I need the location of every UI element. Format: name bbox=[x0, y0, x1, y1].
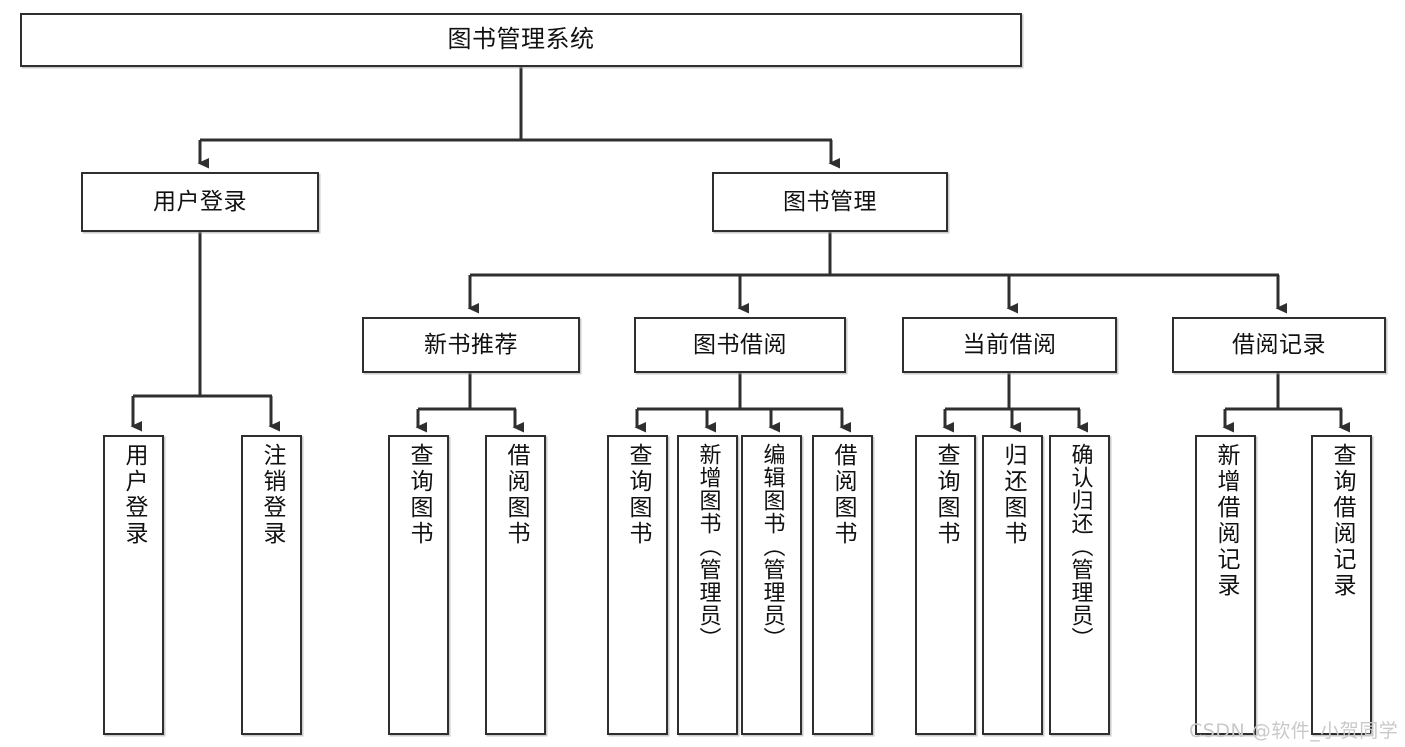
node-leaf-add-book-label: 新增图书（管理员） bbox=[695, 443, 721, 650]
node-book-borrow[interactable]: 图书借阅 bbox=[634, 317, 846, 373]
node-leaf-query-book-1-label: 查询图书 bbox=[406, 443, 432, 547]
node-leaf-query-book-2-label: 查询图书 bbox=[625, 443, 651, 547]
node-current-borrow-label: 当前借阅 bbox=[962, 331, 1057, 358]
node-book-manage-label: 图书管理 bbox=[783, 188, 877, 215]
node-book-manage[interactable]: 图书管理 bbox=[712, 172, 948, 232]
node-user-login[interactable]: 用户登录 bbox=[81, 172, 319, 232]
node-leaf-confirm-return-label: 确认归还（管理员） bbox=[1067, 443, 1093, 650]
node-leaf-confirm-return[interactable]: 确认归还（管理员） bbox=[1049, 435, 1110, 735]
node-leaf-add-record[interactable]: 新增借阅记录 bbox=[1195, 435, 1256, 735]
node-root-label: 图书管理系统 bbox=[447, 25, 595, 54]
node-book-borrow-label: 图书借阅 bbox=[693, 331, 787, 358]
node-leaf-query-book-3-label: 查询图书 bbox=[933, 443, 959, 547]
node-leaf-borrow-book-1-label: 借阅图书 bbox=[503, 443, 529, 547]
node-leaf-logout-label: 注销登录 bbox=[259, 443, 285, 547]
node-leaf-edit-book-label: 编辑图书（管理员） bbox=[759, 443, 785, 650]
node-user-login-label: 用户登录 bbox=[153, 188, 247, 215]
node-leaf-query-book-2[interactable]: 查询图书 bbox=[607, 435, 668, 735]
node-leaf-add-record-label: 新增借阅记录 bbox=[1213, 443, 1239, 599]
node-leaf-user-login[interactable]: 用户登录 bbox=[103, 435, 164, 735]
node-current-borrow[interactable]: 当前借阅 bbox=[902, 317, 1117, 373]
node-leaf-logout[interactable]: 注销登录 bbox=[241, 435, 302, 735]
node-leaf-query-book-1[interactable]: 查询图书 bbox=[388, 435, 449, 735]
node-leaf-return-book[interactable]: 归还图书 bbox=[982, 435, 1043, 735]
node-new-book-recommend[interactable]: 新书推荐 bbox=[362, 317, 580, 373]
node-leaf-edit-book[interactable]: 编辑图书（管理员） bbox=[741, 435, 802, 735]
node-root[interactable]: 图书管理系统 bbox=[20, 13, 1022, 67]
node-borrow-record[interactable]: 借阅记录 bbox=[1172, 317, 1386, 373]
node-leaf-add-book[interactable]: 新增图书（管理员） bbox=[677, 435, 738, 735]
node-leaf-query-book-3[interactable]: 查询图书 bbox=[915, 435, 976, 735]
node-leaf-return-book-label: 归还图书 bbox=[1000, 443, 1026, 547]
node-leaf-borrow-book-2[interactable]: 借阅图书 bbox=[812, 435, 873, 735]
node-leaf-query-record[interactable]: 查询借阅记录 bbox=[1311, 435, 1372, 735]
node-new-book-recommend-label: 新书推荐 bbox=[424, 331, 518, 358]
node-leaf-user-login-label: 用户登录 bbox=[121, 443, 147, 547]
node-borrow-record-label: 借阅记录 bbox=[1232, 331, 1326, 358]
node-leaf-borrow-book-1[interactable]: 借阅图书 bbox=[485, 435, 546, 735]
node-leaf-borrow-book-2-label: 借阅图书 bbox=[830, 443, 856, 547]
node-leaf-query-record-label: 查询借阅记录 bbox=[1329, 443, 1355, 599]
